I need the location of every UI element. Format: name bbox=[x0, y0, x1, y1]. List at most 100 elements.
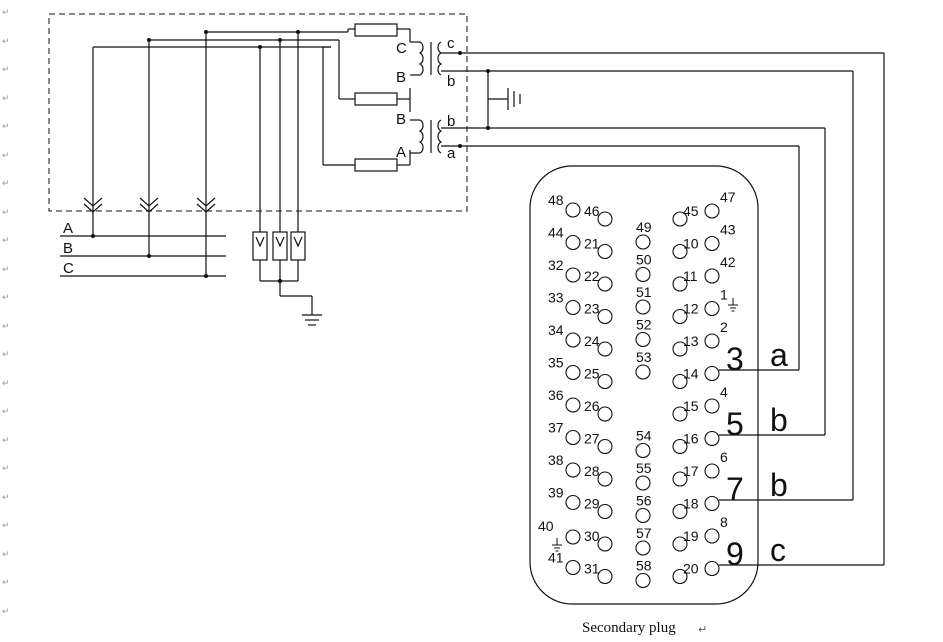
primary-label-b1: B bbox=[396, 69, 406, 86]
pin-2-label: 2 bbox=[720, 319, 728, 335]
pin-6-label: 6 bbox=[720, 449, 728, 465]
secondary-label-b2: b bbox=[447, 113, 455, 130]
pin-19-label: 19 bbox=[683, 528, 699, 544]
bus-label-c: C bbox=[63, 260, 74, 277]
pin-58-label: 58 bbox=[636, 558, 652, 574]
pin-32-hole bbox=[565, 267, 581, 283]
pin-53-label: 53 bbox=[636, 349, 652, 365]
margin-return-mark: ↵ bbox=[2, 435, 10, 446]
pin-38-label: 38 bbox=[548, 452, 564, 468]
secondary-label-a: a bbox=[447, 145, 456, 162]
pin-39-hole bbox=[565, 494, 581, 511]
pin-58-hole bbox=[635, 572, 651, 589]
pin-connections bbox=[719, 369, 884, 566]
pin-16-hole bbox=[672, 438, 688, 455]
pin-9-hole bbox=[704, 560, 720, 577]
margin-return-mark: ↵ bbox=[2, 179, 10, 189]
pin-29-hole bbox=[597, 503, 613, 520]
pin-52-label: 52 bbox=[636, 317, 652, 333]
pin-39-label: 39 bbox=[548, 485, 564, 501]
pin-33-label: 33 bbox=[548, 290, 564, 306]
pin-19-hole bbox=[672, 536, 688, 552]
pin-36-hole bbox=[565, 397, 581, 413]
pin-40-hole bbox=[565, 529, 581, 545]
phase-callout-c: c bbox=[770, 532, 786, 568]
margin-return-mark: ↵ bbox=[2, 36, 10, 47]
pin-25-hole bbox=[597, 373, 613, 390]
pin-11-label: 11 bbox=[683, 268, 698, 284]
bus-label-b: B bbox=[63, 240, 73, 257]
margin-return-mark: ↵ bbox=[2, 378, 10, 389]
pin-15-label: 15 bbox=[683, 398, 699, 414]
pin-41-label: 41 bbox=[548, 550, 564, 566]
pin-51-hole bbox=[635, 299, 651, 315]
primary-label-c: C bbox=[396, 40, 407, 57]
primary-label-b2: B bbox=[396, 111, 406, 128]
pin-ground-icon-0 bbox=[728, 298, 738, 312]
pin-35-hole bbox=[565, 364, 581, 381]
pin-46-label: 46 bbox=[584, 203, 600, 219]
pin-20-label: 20 bbox=[683, 561, 699, 577]
pin-36-label: 36 bbox=[548, 387, 564, 403]
pin-callout-7: 7 bbox=[726, 471, 744, 507]
pin-13-label: 13 bbox=[683, 333, 699, 349]
phase-callout-b1: b bbox=[770, 402, 788, 438]
secondary-plug-body bbox=[529, 165, 759, 605]
pin-ground-icon-1 bbox=[552, 538, 562, 552]
secondary-leads bbox=[441, 51, 885, 565]
phase-callout-a: a bbox=[770, 337, 788, 373]
primary-label-a: A bbox=[396, 144, 406, 161]
margin-return-mark: ↵ bbox=[2, 65, 10, 75]
fuse-icon bbox=[322, 23, 411, 172]
pin-32-label: 32 bbox=[548, 257, 564, 273]
margin-return-mark: ↵ bbox=[2, 407, 10, 417]
pin-45-label: 45 bbox=[683, 203, 699, 219]
pin-50-label: 50 bbox=[636, 252, 652, 268]
pin-29-label: 29 bbox=[584, 496, 600, 512]
pin-24-hole bbox=[597, 341, 613, 357]
pin-56-hole bbox=[635, 507, 651, 524]
pin-23-hole bbox=[597, 308, 613, 325]
margin-return-mark: ↵ bbox=[2, 549, 10, 560]
pin-4-hole bbox=[704, 398, 720, 414]
pin-48-label: 48 bbox=[548, 192, 564, 208]
pin-22-label: 22 bbox=[584, 268, 600, 284]
pin-4-label: 4 bbox=[720, 384, 728, 400]
margin-return-mark: ↵ bbox=[2, 264, 10, 275]
return-mark: ↵ bbox=[698, 623, 708, 636]
pin-48-hole bbox=[565, 202, 581, 218]
pin-37-hole bbox=[565, 429, 581, 446]
margin-return-mark: ↵ bbox=[2, 93, 10, 104]
margin-return-mark: ↵ bbox=[2, 521, 10, 531]
pin-17-hole bbox=[672, 471, 688, 487]
pin-51-label: 51 bbox=[636, 284, 652, 300]
pin-25-label: 25 bbox=[584, 366, 600, 382]
pin-57-hole bbox=[635, 540, 651, 556]
margin-return-mark: ↵ bbox=[2, 122, 10, 132]
margin-return-mark: ↵ bbox=[2, 606, 10, 617]
pin-53-hole bbox=[635, 364, 651, 380]
pin-20-hole bbox=[672, 568, 688, 585]
margin-return-mark: ↵ bbox=[2, 321, 10, 332]
pin-callout-3: 3 bbox=[726, 341, 744, 377]
pin-18-hole bbox=[672, 503, 688, 520]
pin-46-hole bbox=[597, 211, 613, 227]
pin-24-label: 24 bbox=[584, 333, 600, 349]
ground-icon bbox=[302, 314, 322, 326]
pin-13-hole bbox=[672, 341, 688, 357]
pin-55-hole bbox=[635, 475, 651, 491]
pin-44-label: 44 bbox=[548, 225, 564, 241]
pin-23-label: 23 bbox=[584, 301, 600, 317]
dashed-enclosure bbox=[48, 13, 468, 212]
pin-10-hole bbox=[672, 243, 688, 260]
pin-30-hole bbox=[597, 536, 613, 552]
pin-50-hole bbox=[635, 266, 651, 283]
pin-34-label: 34 bbox=[548, 322, 564, 338]
secondary-label-b1: b bbox=[447, 73, 455, 90]
pin-16-label: 16 bbox=[683, 431, 699, 447]
junction-a bbox=[91, 234, 95, 238]
pin-2-hole bbox=[704, 333, 720, 349]
pin-10-label: 10 bbox=[683, 236, 699, 252]
pin-52-hole bbox=[635, 331, 651, 348]
pin-15-hole bbox=[672, 406, 688, 422]
